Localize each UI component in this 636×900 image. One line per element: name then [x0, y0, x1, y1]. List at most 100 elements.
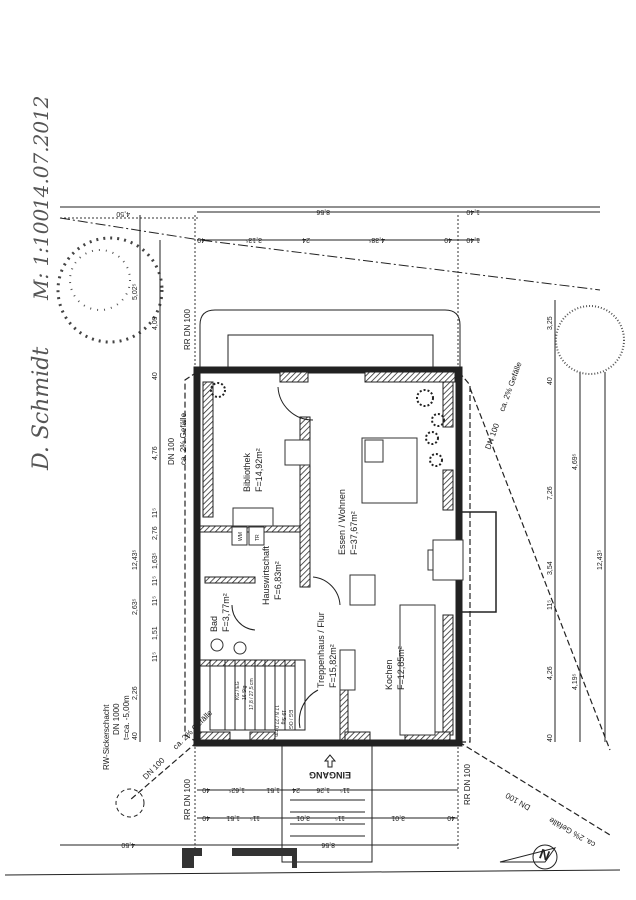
dim-label: 4,76 [152, 446, 159, 460]
dim-label: 1,62⁵ [228, 786, 245, 793]
dim-label: 4,50 [121, 841, 135, 848]
washing-machine-label: WM [238, 532, 244, 541]
entrance: EINGANG [281, 741, 373, 863]
north-label: N [537, 846, 552, 864]
dim-label: 40 [547, 377, 554, 385]
room-treppenhaus: Treppenhaus / Flur [316, 612, 326, 688]
staircase: KG / EG 16 Stg 17,8 / 27,5 cm EG / OG 19… [209, 659, 306, 737]
room-bad: Bad [209, 616, 219, 632]
dim-label: 11⁵ [335, 814, 345, 821]
room-hauswirtschaft: Hauswirtschaft [261, 545, 271, 605]
dim-label: 3,25 [547, 316, 554, 330]
dn100-label: DN 100 [167, 437, 176, 465]
dim-label: 8,56 [321, 841, 335, 848]
dim-label: 40 [444, 236, 452, 243]
room-essen-wohnen: Essen / Wohnen [337, 489, 347, 555]
dim-label: 40 [132, 732, 139, 740]
dim-label: 3,01 [391, 814, 405, 821]
stair-dims-eg-og: 17,8 / 27,0 cm [273, 705, 279, 737]
stair-label-eg-og: EG / OG [287, 710, 293, 729]
plant-icon [431, 413, 445, 427]
dim-label: 11⁵ [547, 600, 554, 610]
room-essen-wohnen-area: F=37,67m² [349, 511, 359, 555]
stair-steps-eg-og: 19 Stg [280, 710, 286, 725]
room-labels: Bibliothek F=14,92m² Essen / Wohnen F=37… [209, 448, 406, 690]
dn100-label: DN 100 [141, 755, 167, 781]
dim-label: 12,43⁵ [132, 549, 139, 570]
dn100-label: DN 100 [483, 422, 501, 451]
dim-label: 40 [202, 786, 210, 793]
rr-dn100-label: RR DN 100 [183, 309, 192, 350]
dim-label: 4,19⁵ [572, 673, 579, 690]
room-bibliothek-area: F=14,92m² [254, 448, 264, 492]
scale-note: M: 1:100 [29, 209, 53, 301]
room-kochen-area: F=12,85m² [396, 646, 406, 690]
dim-label: 11⁵ [152, 652, 159, 662]
slope-label: ca. 2% Gefälle [497, 360, 523, 412]
north-arrow-icon: N [499, 844, 558, 870]
dim-label: 24 [302, 236, 310, 243]
plant-icon [416, 389, 434, 407]
stair-steps-kg-eg: 16 Stg [242, 685, 248, 700]
dim-label: 3,01 [296, 814, 310, 821]
dim-label: 8,56 [316, 208, 330, 215]
dim-label: 4,26 [547, 666, 554, 680]
dim-label: 1,51 [266, 786, 280, 793]
tree-left [56, 236, 164, 344]
dim-label: 1,40 [466, 236, 480, 243]
dim-label: 1,26 [316, 786, 330, 793]
dimensions: 4,50 8,56 1,40 40 3,13⁵ 24 4,38⁵ 40 1,40… [60, 208, 606, 848]
handwritten-annotation: D. Schmidt M: 1:100 14.07.2012 [29, 95, 54, 471]
building: KG / EG 16 Stg 17,8 / 27,5 cm EG / OG 19… [193, 366, 497, 747]
dim-label: 11⁵ [250, 814, 260, 821]
sickerschacht-size: DN 1000 [112, 703, 121, 735]
stair-label-kg-eg: KG / EG [235, 681, 241, 700]
date-note: 14.07.2012 [29, 95, 53, 210]
plant-icon [425, 431, 439, 445]
entrance-arrow-icon [323, 754, 337, 768]
dim-label: 4,09 [152, 316, 159, 330]
room-kochen: Kochen [384, 659, 394, 690]
dim-label: 2,76 [152, 526, 159, 540]
dim-label: 40 [447, 814, 455, 821]
dim-label: 5,02⁵ [132, 283, 139, 300]
dim-label: 2,26 [132, 686, 139, 700]
sickerschacht-depth: t=ca. -5,00m [122, 695, 131, 740]
dim-label: 4,69⁵ [572, 453, 579, 470]
rr-dn100-label: RR DN 100 [463, 764, 472, 805]
dim-label: 2,63⁵ [132, 598, 139, 615]
room-treppenhaus-area: F=15,82m² [328, 644, 338, 688]
dim-label: 40 [202, 814, 210, 821]
dim-label: 40 [197, 236, 205, 243]
slope-label: ca. 2% Gefälle [547, 815, 597, 849]
room-bibliothek: Bibliothek [242, 452, 252, 492]
plant-icon [429, 453, 443, 467]
terrace [199, 309, 461, 373]
dim-label: 7,26 [547, 486, 554, 500]
dim-label: 1,63⁵ [152, 552, 159, 569]
dim-label: 11⁵ [152, 576, 159, 586]
plant-icon [210, 382, 226, 398]
dryer-label: TR [255, 534, 261, 541]
signature: D. Schmidt [29, 347, 54, 471]
dim-label: 11⁵ [340, 786, 350, 793]
dim-label: 1,51 [226, 814, 240, 821]
sickerschacht-label: RW-Sickerschacht [102, 704, 111, 770]
dim-label: 1,51 [152, 626, 159, 640]
dn100-label: DN 100 [504, 790, 532, 812]
stair-dims-kg-eg: 17,8 / 27,5 cm [249, 678, 255, 710]
dim-label: 1,40 [466, 208, 480, 215]
garage [182, 848, 297, 868]
dim-label: 4,38⁵ [368, 236, 385, 243]
dim-label: 3,54 [547, 561, 554, 575]
room-bad-area: F=3,77m² [221, 593, 231, 632]
dim-label: 40 [152, 372, 159, 380]
dim-label: 40 [547, 734, 554, 742]
dim-label: 11⁵ [152, 596, 159, 606]
entrance-label: EINGANG [309, 770, 351, 780]
dim-label: 11⁵ [152, 508, 159, 518]
tree-right [555, 305, 625, 375]
dim-label: 24 [292, 786, 300, 793]
dim-label: 12,43⁵ [597, 549, 604, 570]
